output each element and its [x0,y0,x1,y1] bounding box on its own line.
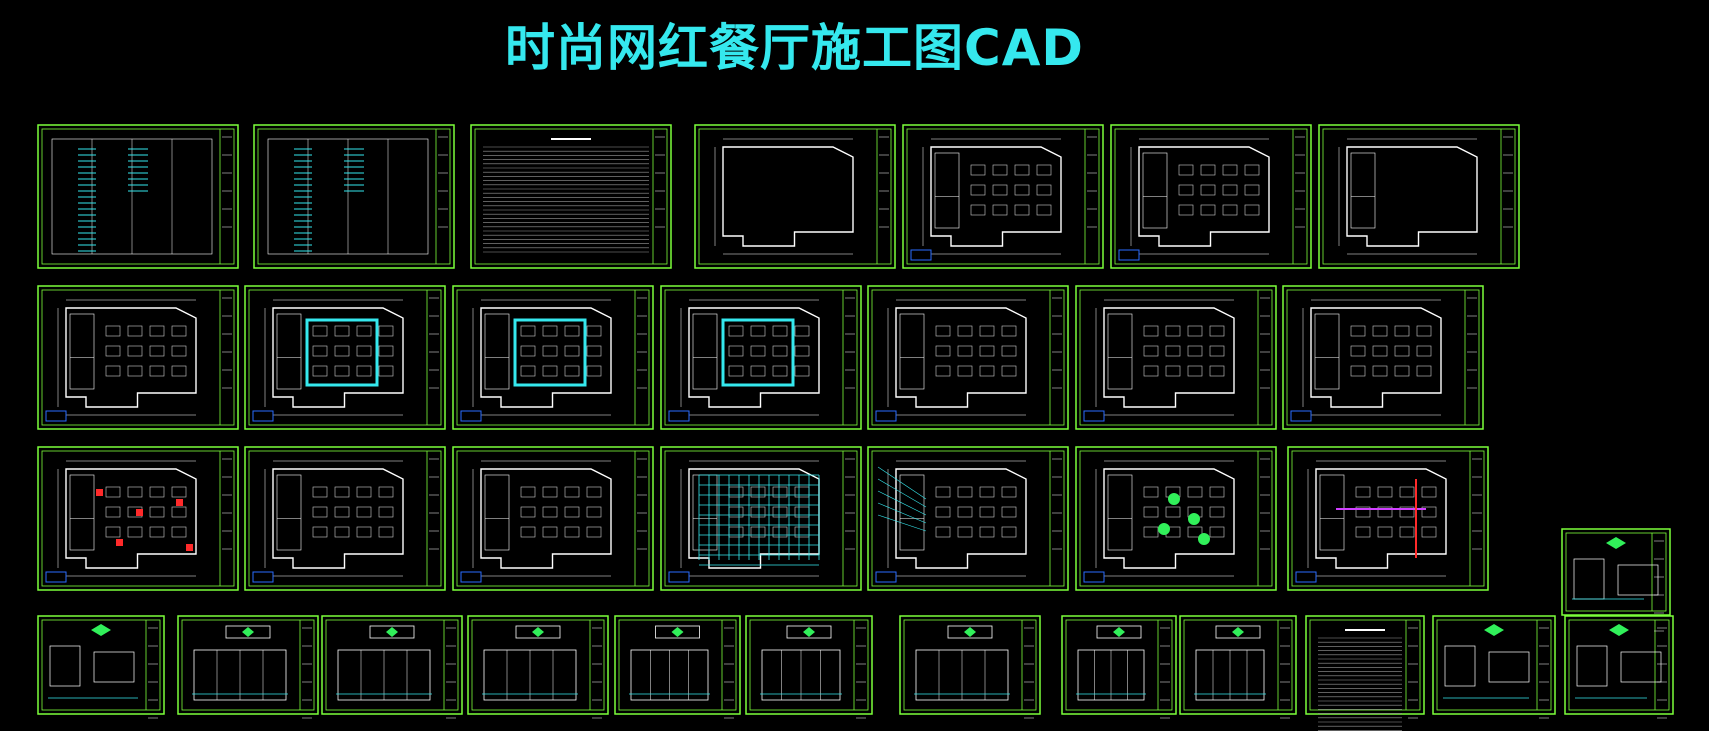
cad-sheet-plan [452,446,654,591]
cad-sheet-detail [1564,615,1674,719]
cad-sheet-detail [1561,528,1671,632]
cad-sheet-plan-ceiling [244,285,446,430]
cad-sheet-detail [37,615,165,719]
cad-sheet-plan-grid [660,446,862,591]
cad-sheet-plan [1075,285,1277,430]
cad-sheet-plan-red [37,446,239,591]
cad-sheet-elevation [1179,615,1297,719]
cad-sheet-table [253,124,455,269]
cad-sheet-plan-walls [1318,124,1520,269]
cad-sheet-elevation [177,615,319,719]
cad-sheet-elevation [1061,615,1177,719]
cad-sheet-plan-seating [902,124,1104,269]
cad-sheet-elevation [745,615,873,719]
cad-sheet-text [1305,615,1425,731]
cad-sheet-plan-ceiling [452,285,654,430]
cad-sheet-detail [1432,615,1556,719]
cad-sheet-plan-shell [694,124,896,269]
cad-sheet-elevation [614,615,741,719]
cad-sheet-text [470,124,672,269]
cad-sheet-elevation [321,615,463,719]
cad-sheet-plan [867,285,1069,430]
cad-sheet-plan-ceiling [660,285,862,430]
cad-sheet-elevation [899,615,1041,719]
cad-sheet-elevation [467,615,609,719]
cad-sheet-plan [1282,285,1484,430]
cad-sheet-plan-green [1075,446,1277,591]
cad-sheet-plan [37,285,239,430]
cad-sheet-table [37,124,239,269]
page-title: 时尚网红餐厅施工图CAD [505,19,1084,77]
cad-sheet-plan [244,446,446,591]
cad-sheet-plan-annotated [867,446,1069,591]
cad-sheet-plan-seating [1110,124,1312,269]
cad-sheet-plan-magenta [1287,446,1489,591]
